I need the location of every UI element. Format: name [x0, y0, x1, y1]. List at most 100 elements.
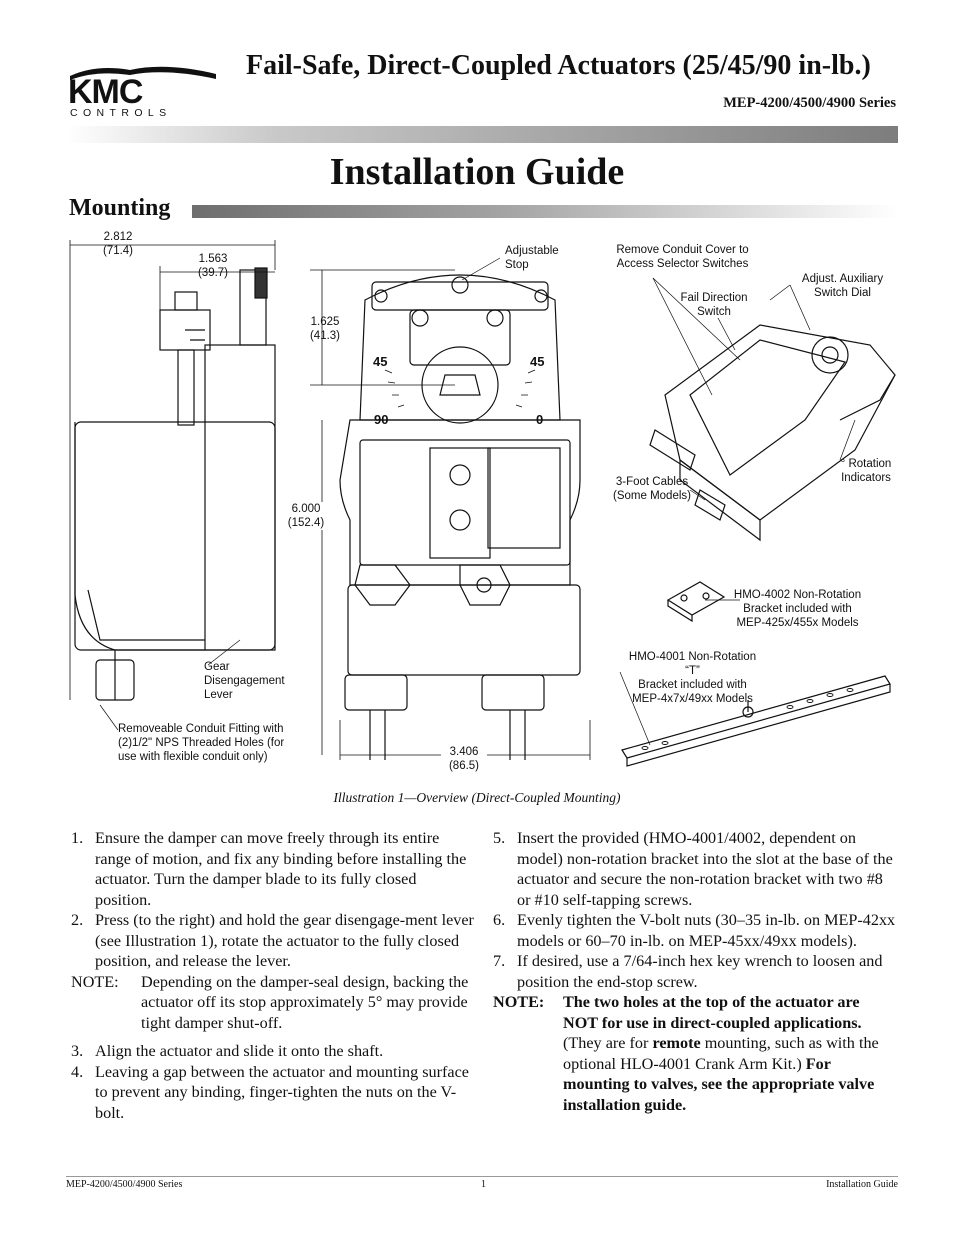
footer-divider	[66, 1176, 898, 1177]
section-title: Mounting	[69, 195, 171, 221]
instructions-right-column: 5. Insert the provided (HMO-4001/4002, de…	[493, 828, 897, 1115]
callout-line: Fail Direction	[680, 292, 748, 304]
step-number: 6.	[493, 911, 506, 929]
perspective-view	[649, 324, 896, 542]
rotation-scale	[384, 369, 536, 408]
callout-line: Gear	[204, 661, 230, 673]
dim-height-in: 6.000	[291, 503, 321, 515]
step-text: If desired, use a 7/64-inch hex key wren…	[517, 952, 883, 991]
step-number: 2.	[71, 911, 84, 929]
callout-line: Disengagement	[204, 675, 285, 687]
callout-line: Lever	[204, 689, 233, 701]
note-bold-text: remote	[652, 1034, 701, 1052]
illustration-caption: Illustration 1—Overview (Direct-Coupled …	[333, 790, 621, 805]
note-left: NOTE: Depending on the damper-seal design…	[71, 972, 475, 1034]
callout-line: Stop	[505, 259, 529, 271]
note-label: NOTE:	[71, 972, 119, 991]
dim-height: 6.000 (152.4)	[282, 502, 330, 530]
callout-line: MEP-4x7x/49xx Models	[632, 693, 753, 705]
callout-line: Bracket included with	[743, 603, 852, 615]
note-text: mounting, such as with the optional HLO-…	[563, 1034, 879, 1073]
step-text: Leaving a gap between the actuator and m…	[95, 1062, 469, 1122]
callout-aux-switch: Adjust. Auxiliary Switch Dial	[795, 272, 890, 300]
side-view	[74, 267, 276, 701]
callout-line: (Some Models)	[613, 490, 691, 502]
callout-line: Adjust. Auxiliary	[801, 273, 884, 285]
scale-45-left: 45	[373, 354, 388, 369]
callout-line: Access Selector Switches	[616, 258, 749, 270]
dim-width-mm: (71.4)	[102, 245, 134, 257]
illustration-overview: 45 45 90 0 2.812 (71.4) 1.563 (39.7) 1.6…	[69, 231, 902, 773]
section-gradient-bar	[192, 205, 898, 218]
dim-shaft-mm: (41.3)	[309, 330, 341, 342]
callout-line: Bracket included with	[638, 679, 747, 691]
step-4: 4. Leaving a gap between the actuator and…	[71, 1062, 475, 1124]
front-view	[339, 274, 581, 760]
scale-0: 0	[536, 412, 544, 427]
callout-line: use with flexible conduit only)	[118, 751, 268, 763]
callout-line: HMO-4001 Non-Rotation “T”	[628, 651, 757, 677]
dim-shaft: 1.625 (41.3)	[304, 315, 346, 343]
step-number: 3.	[71, 1042, 84, 1060]
callout-line: MEP-425x/455x Models	[736, 617, 859, 629]
step-2: 2. Press (to the right) and hold the gear…	[71, 910, 475, 972]
note-bold-text: The two holes at the top of the actuator…	[563, 993, 862, 1032]
callout-line: Switch	[697, 306, 731, 318]
step-6: 6. Evenly tighten the V-bolt nuts (30–35 …	[493, 910, 897, 951]
dimension-lines	[69, 240, 591, 760]
document-title: Fail-Safe, Direct-Coupled Actuators (25/…	[246, 50, 871, 81]
step-text: Evenly tighten the V-bolt nuts (30–35 in…	[517, 911, 896, 950]
actuator-drawing	[69, 240, 896, 767]
callout-line: HMO-4002 Non-Rotation	[733, 589, 862, 601]
dim-height-mm: (152.4)	[287, 517, 325, 529]
instructions-left-column: 1. Ensure the damper can move freely thro…	[71, 828, 475, 1123]
callout-hmo-4002: HMO-4002 Non-Rotation Bracket included w…	[725, 588, 870, 630]
callout-line: Removeable Conduit Fitting with	[118, 723, 284, 735]
callout-line: (2)1/2" NPS Threaded Holes (for	[118, 737, 285, 749]
callout-hmo-4001: HMO-4001 Non-Rotation “T” Bracket includ…	[620, 650, 765, 706]
footer-right: Installation Guide	[826, 1179, 898, 1190]
dim-depth-mm: (39.7)	[197, 267, 229, 279]
kmc-logo-graphic: KMC CONTROLS	[68, 66, 216, 119]
callout-line: ° Rotation	[840, 458, 892, 470]
step-number: 4.	[71, 1062, 84, 1081]
hmo-4002-bracket	[666, 581, 726, 623]
callout-line: Indicators	[841, 472, 891, 484]
step-7: 7. If desired, use a 7/64-inch hex key wr…	[493, 951, 897, 992]
hmo-4001-bracket	[621, 675, 891, 767]
footer-page-number: 1	[481, 1179, 486, 1190]
note-label: NOTE:	[493, 993, 545, 1011]
callout-remove-cover: Remove Conduit Cover to Access Selector …	[605, 243, 760, 271]
callout-line: 3-Foot Cables	[615, 476, 689, 488]
series-label: MEP-4200/4500/4900 Series	[723, 95, 896, 111]
callout-conduit-fitting: Removeable Conduit Fitting with (2)1/2" …	[118, 722, 284, 764]
kmc-logo: KMC CONTROLS	[66, 66, 222, 122]
leader-lines	[99, 257, 856, 746]
step-text: Align the actuator and slide it onto the…	[95, 1042, 384, 1060]
callout-cables: 3-Foot Cables (Some Models)	[606, 475, 698, 503]
note-text: Depending on the damper-seal design, bac…	[141, 972, 469, 1032]
step-number: 5.	[493, 829, 506, 847]
footer-left: MEP-4200/4500/4900 Series	[66, 1179, 183, 1190]
dim-depth-in: 1.563	[198, 253, 228, 265]
step-number: 1.	[71, 829, 84, 847]
dim-width-in: 2.812	[103, 231, 133, 243]
scale-45-right: 45	[530, 354, 545, 369]
step-text: Ensure the damper can move freely throug…	[95, 829, 467, 909]
page-title: Installation Guide	[329, 151, 625, 193]
dim-depth: 1.563 (39.7)	[192, 252, 234, 280]
callout-gear-lever: Gear Disengagement Lever	[204, 660, 285, 702]
callout-line: Remove Conduit Cover to	[616, 244, 749, 256]
callout-fail-direction: Fail Direction Switch	[670, 291, 758, 319]
note-bold-text: For mounting to valves, see the appropri…	[563, 1054, 875, 1114]
callout-adjustable-stop: Adjustable Stop	[505, 244, 559, 272]
callout-line: Switch Dial	[814, 287, 871, 299]
dim-front-mm: (86.5)	[448, 760, 480, 772]
step-text: Insert the provided (HMO-4001/4002, depe…	[517, 829, 893, 909]
step-1: 1. Ensure the damper can move freely thro…	[71, 828, 475, 910]
dim-front: 3.406 (86.5)	[441, 745, 487, 773]
callout-rotation-indicators: ° Rotation Indicators	[830, 457, 902, 485]
step-text: Press (to the right) and hold the gear d…	[95, 911, 474, 970]
scale-90: 90	[374, 412, 389, 427]
step-number: 7.	[493, 952, 506, 970]
